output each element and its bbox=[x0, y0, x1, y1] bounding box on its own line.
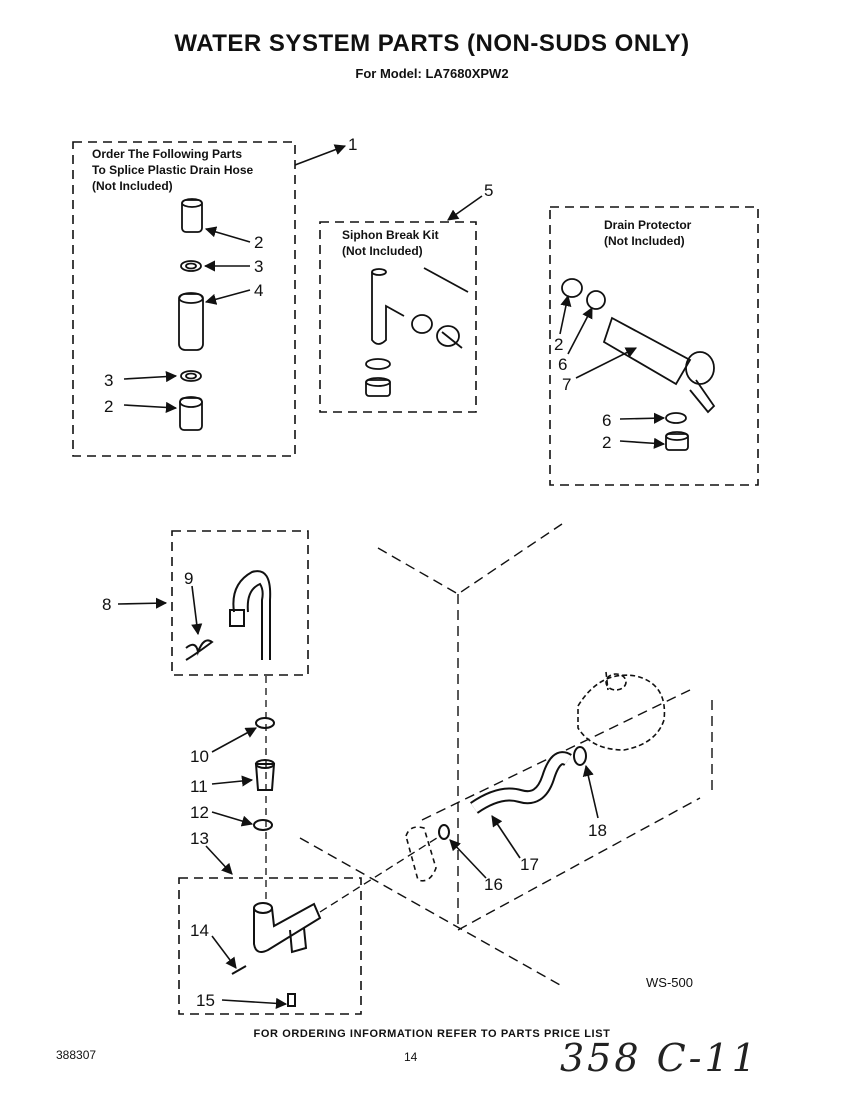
callout-4: 4 bbox=[254, 281, 263, 300]
splice-note-line: (Not Included) bbox=[92, 179, 173, 193]
leader-c4 bbox=[204, 289, 251, 305]
splice-parts bbox=[178, 198, 204, 431]
callout-7: 7 bbox=[562, 375, 571, 394]
splice-note: Order The Following Parts To Splice Plas… bbox=[92, 146, 253, 194]
splice-note-line: To Splice Plastic Drain Hose bbox=[92, 163, 254, 177]
leader-c13 bbox=[205, 845, 233, 875]
pump-assembly bbox=[577, 671, 666, 751]
callout-2: 2 bbox=[602, 433, 611, 452]
leader-c7 bbox=[575, 347, 638, 379]
leader-c1 bbox=[294, 144, 347, 166]
leader-c10 bbox=[211, 727, 257, 753]
connector-part bbox=[231, 902, 322, 1007]
leader-c8 bbox=[117, 597, 168, 609]
leader-c5 bbox=[447, 195, 483, 221]
connector-box bbox=[178, 877, 362, 1015]
siphon-note-line: (Not Included) bbox=[342, 244, 423, 258]
siphon-note-line: Siphon Break Kit bbox=[342, 228, 439, 242]
leader-c2c bbox=[559, 294, 572, 335]
document-number: 388307 bbox=[56, 1048, 97, 1062]
callout-8: 8 bbox=[102, 595, 111, 614]
callout-16: 16 bbox=[484, 875, 503, 894]
callout-18: 18 bbox=[588, 821, 607, 840]
siphon-parts bbox=[365, 267, 469, 397]
leader-c2b bbox=[123, 401, 178, 414]
callout-2: 2 bbox=[554, 335, 563, 354]
cabinet-outline bbox=[299, 523, 713, 986]
callout-10: 10 bbox=[190, 747, 209, 766]
drain-protector-parts bbox=[561, 278, 716, 451]
callout-3: 3 bbox=[104, 371, 113, 390]
leader-c11 bbox=[211, 775, 254, 787]
callout-14: 14 bbox=[190, 921, 209, 940]
drain-hose bbox=[185, 570, 272, 661]
drain-note: Drain Protector (Not Included) bbox=[604, 217, 691, 249]
callout-6: 6 bbox=[558, 355, 567, 374]
splice-kit-box bbox=[72, 141, 296, 457]
drain-protector-box bbox=[549, 206, 759, 486]
model-subtitle: For Model: LA7680XPW2 bbox=[355, 66, 509, 81]
splice-note-line: Order The Following Parts bbox=[92, 147, 243, 161]
ordering-info: FOR ORDERING INFORMATION REFER TO PARTS … bbox=[253, 1028, 611, 1040]
callout-9: 9 bbox=[184, 569, 193, 588]
page-number: 14 bbox=[404, 1050, 418, 1064]
leader-c2d bbox=[619, 437, 666, 449]
callout-13: 13 bbox=[190, 829, 209, 848]
handwritten-note: 358 C-11 bbox=[560, 1036, 759, 1080]
diagram-code: WS-500 bbox=[646, 975, 693, 990]
callout-12: 12 bbox=[190, 803, 209, 822]
leader-c15 bbox=[221, 997, 288, 1009]
callout-11: 11 bbox=[190, 777, 208, 796]
leader-c9 bbox=[191, 585, 203, 636]
hose-kit-box bbox=[171, 530, 309, 676]
callout-6: 6 bbox=[602, 411, 611, 430]
leader-c14 bbox=[211, 935, 237, 969]
page-title: WATER SYSTEM PARTS (NON-SUDS ONLY) bbox=[174, 30, 690, 57]
leader-c18 bbox=[582, 764, 599, 819]
leader-c17 bbox=[491, 815, 521, 859]
callout-1: 1 bbox=[348, 135, 357, 154]
leader-c6b bbox=[619, 412, 666, 424]
leader-c12 bbox=[211, 811, 254, 827]
leader-c6a bbox=[567, 307, 593, 355]
leader-c16 bbox=[449, 839, 487, 879]
callout-2: 2 bbox=[104, 397, 113, 416]
siphon-note: Siphon Break Kit (Not Included) bbox=[342, 227, 439, 259]
leader-c3b bbox=[123, 370, 178, 383]
callout-3: 3 bbox=[254, 257, 263, 276]
callout-2: 2 bbox=[254, 233, 263, 252]
drain-note-line: (Not Included) bbox=[604, 234, 685, 248]
callout-17: 17 bbox=[520, 855, 539, 874]
callout-15: 15 bbox=[196, 991, 215, 1010]
leader-c2a bbox=[204, 226, 251, 243]
callout-5: 5 bbox=[484, 181, 493, 200]
drain-note-line: Drain Protector bbox=[604, 218, 692, 232]
mount-plate bbox=[405, 826, 437, 882]
siphon-kit-box bbox=[319, 221, 477, 413]
